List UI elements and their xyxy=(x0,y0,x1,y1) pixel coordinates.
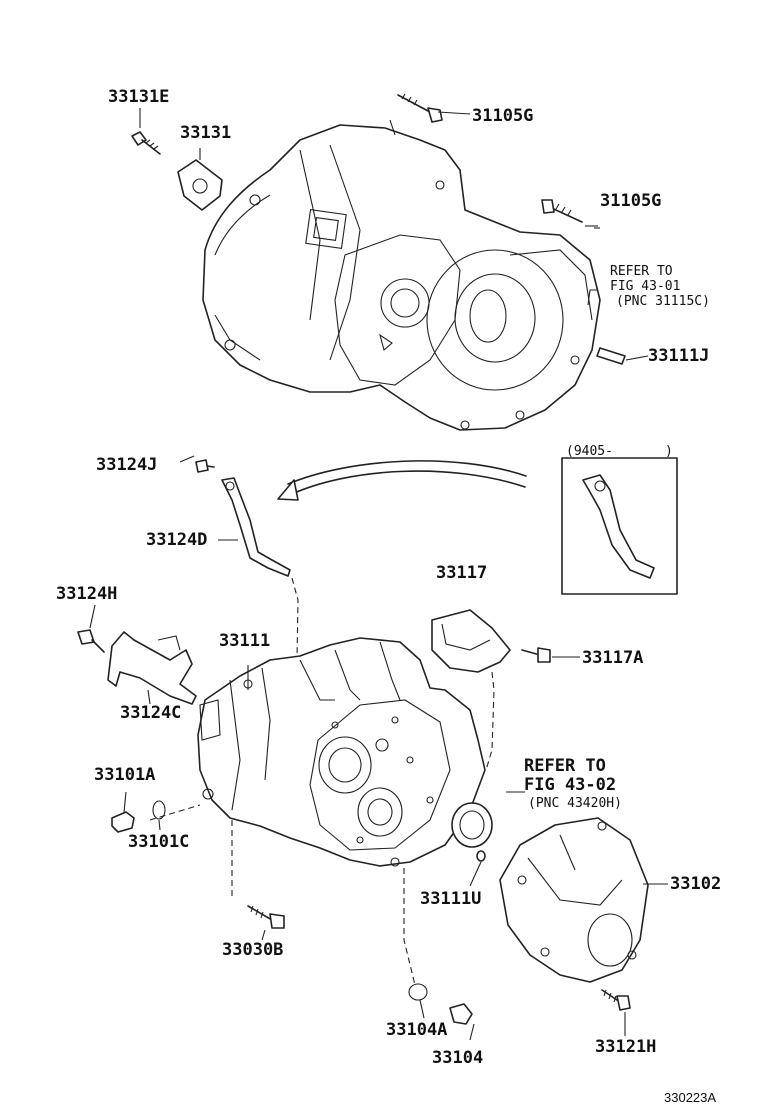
pin-33111U xyxy=(476,850,486,862)
leader-lines xyxy=(89,108,668,1041)
label-33101A: 33101A xyxy=(94,765,155,785)
pin-33111J xyxy=(596,347,626,365)
oil-seal-ring xyxy=(451,802,493,848)
figure-code: 330223A xyxy=(664,1090,716,1105)
case-33111 xyxy=(149,637,486,986)
label-33111J: 33111J xyxy=(648,346,709,366)
inset-box xyxy=(561,457,678,595)
label-refer1-line1: REFER TO xyxy=(610,264,673,279)
label-refer2-line3: (PNC 43420H) xyxy=(528,796,622,811)
label-31105G-top: 31105G xyxy=(472,106,533,126)
label-33101C: 33101C xyxy=(128,832,189,852)
callout-labels: 33131E 33131 31105G 31105G REFER TO FIG … xyxy=(56,87,721,1105)
label-33124H: 33124H xyxy=(56,584,117,604)
label-date-close: ) xyxy=(665,444,673,459)
gasket-33104A xyxy=(408,983,428,1001)
label-33102: 33102 xyxy=(670,874,721,894)
label-refer1-line2: FIG 43-01 xyxy=(610,279,680,294)
label-33131: 33131 xyxy=(180,123,231,143)
cover-33117 xyxy=(431,609,511,771)
label-33124D: 33124D xyxy=(146,530,207,550)
label-33131E: 33131E xyxy=(108,87,169,107)
bracket-33124C xyxy=(107,631,197,705)
bolt-31105G-mid xyxy=(541,199,583,223)
label-date-range: (9405- xyxy=(566,444,613,459)
label-33117A: 33117A xyxy=(582,648,643,668)
plug-33104 xyxy=(449,1003,473,1025)
label-33117: 33117 xyxy=(436,563,487,583)
label-33104: 33104 xyxy=(432,1048,483,1068)
label-33124C: 33124C xyxy=(120,703,181,723)
bolt-33124H xyxy=(77,629,105,653)
label-refer1-line3: (PNC 31115C) xyxy=(616,294,710,309)
bolt-33117A xyxy=(521,647,551,663)
plug-33101A xyxy=(111,811,135,833)
label-refer2-line1: REFER TO xyxy=(524,756,606,776)
bolt-33030B xyxy=(247,905,285,929)
direction-arrow xyxy=(277,460,527,501)
label-33104A: 33104A xyxy=(386,1020,447,1040)
label-refer2-line2: FIG 43-02 xyxy=(524,775,616,795)
label-31105G-mid: 31105G xyxy=(600,191,661,211)
plate-33131 xyxy=(177,159,223,211)
label-33111: 33111 xyxy=(219,631,270,651)
bolt-33131E xyxy=(131,131,161,155)
label-33111U: 33111U xyxy=(420,889,481,909)
bracket-33124D xyxy=(221,477,299,661)
label-33124J: 33124J xyxy=(96,455,157,475)
bolt-33124J xyxy=(195,459,215,473)
label-33121H: 33121H xyxy=(595,1037,656,1057)
gasket-33101C xyxy=(152,800,166,820)
label-33030B: 33030B xyxy=(222,940,283,960)
housing-33102 xyxy=(499,817,649,983)
bolt-33121H xyxy=(601,989,631,1011)
transaxle-case-top xyxy=(202,119,601,431)
bolt-31105G-top xyxy=(397,93,443,123)
